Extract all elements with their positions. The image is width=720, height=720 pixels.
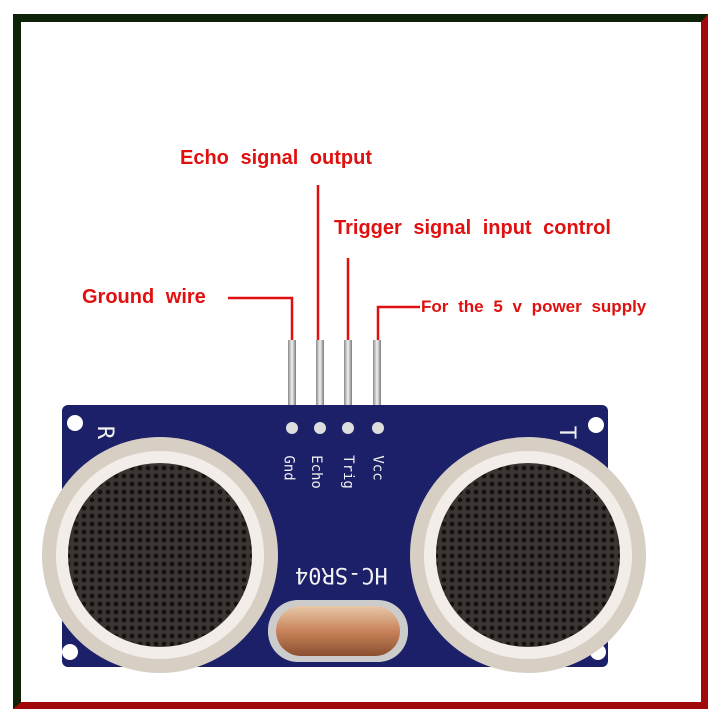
ground-leader xyxy=(228,296,294,340)
pin-trig xyxy=(344,340,352,410)
echo-label: Echo signal output xyxy=(180,147,372,169)
crystal-oscillator xyxy=(276,606,400,656)
trigger-label: Trigger signal input control xyxy=(334,217,611,239)
pin-vcc xyxy=(373,340,381,410)
vcc-leader xyxy=(376,305,420,340)
pin-label-trig: Trig xyxy=(339,455,356,489)
header-pins xyxy=(288,340,381,410)
mount-hole xyxy=(62,644,78,660)
transmitter-transducer xyxy=(410,437,646,673)
transmitter-mark: T xyxy=(554,425,580,440)
pin-echo xyxy=(316,340,324,410)
leader-lines xyxy=(228,185,420,340)
mount-hole xyxy=(67,415,83,431)
pin-gnd xyxy=(288,340,296,410)
pin-label-echo: Echo xyxy=(307,455,324,489)
model-label: HC-SR04 xyxy=(295,562,388,587)
ground-label: Ground wire xyxy=(82,286,206,308)
pin-label-gnd: Gnd xyxy=(280,455,297,481)
pin-label-vcc: Vcc xyxy=(369,455,386,481)
vcc-label: For the 5 v power supply xyxy=(421,297,647,316)
mount-hole xyxy=(588,417,604,433)
pin-pads xyxy=(286,422,384,434)
receiver-mark: R xyxy=(92,425,118,440)
frame-border xyxy=(13,14,708,709)
receiver-transducer xyxy=(42,437,278,673)
